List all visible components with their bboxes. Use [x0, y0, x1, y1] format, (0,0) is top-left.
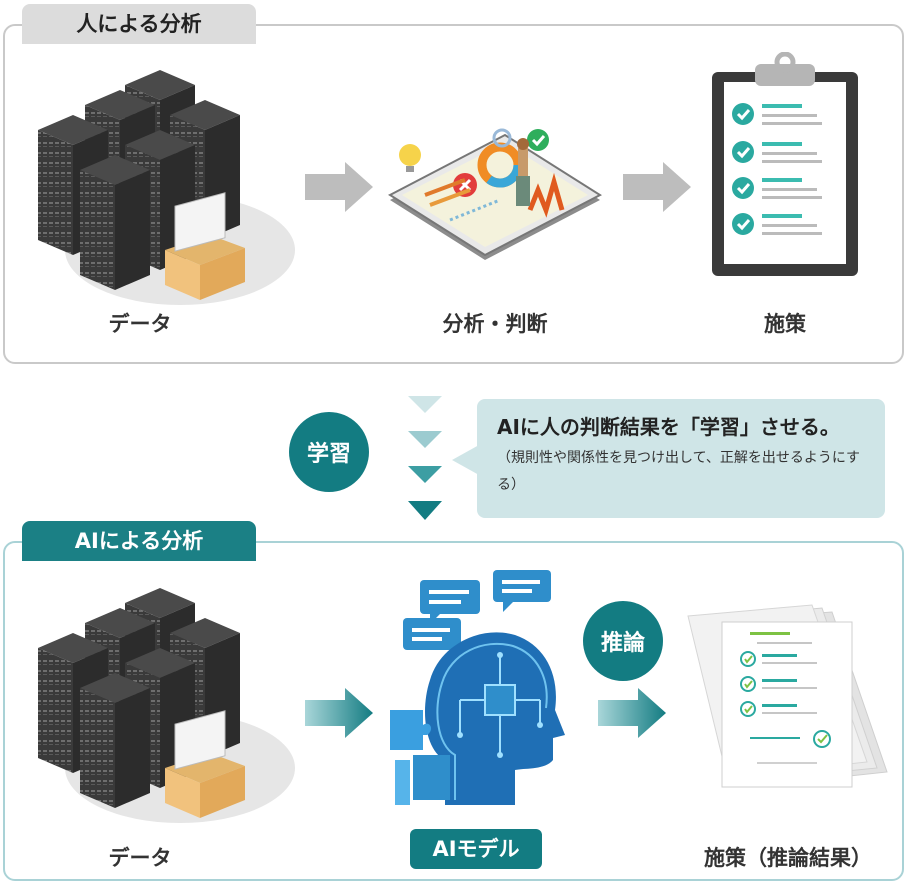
clipboard-checklist-icon [712, 52, 858, 276]
document-stack-icon [687, 604, 888, 788]
ai-analysis-panel [3, 541, 904, 881]
server-icon [38, 588, 295, 823]
ai-data-caption: データ [108, 846, 172, 870]
chat-bubble-icon [420, 580, 480, 624]
analysis-tablet-icon [387, 128, 603, 260]
callout-sub-text: （規則性や関係性を見つけ出して、正解を出せるようにする） [497, 450, 861, 493]
arrow-right-icon [305, 162, 373, 212]
arrow-right-icon [623, 162, 691, 212]
server-icon [38, 70, 295, 305]
inference-badge: 推論 [583, 601, 663, 681]
result-caption: 施策（推論結果） [704, 846, 872, 870]
folder-icon [165, 192, 245, 300]
chat-bubble-icon [493, 570, 551, 612]
down-arrows-icon [408, 396, 442, 520]
human-analysis-tab: 人による分析 [22, 4, 256, 44]
arrow-right-icon [598, 688, 666, 738]
analysis-caption: 分析・判断 [442, 312, 548, 336]
measures-caption: 施策 [764, 312, 806, 336]
learning-badge: 学習 [289, 412, 369, 492]
puzzle-icon [390, 710, 450, 805]
arrow-right-icon [305, 688, 373, 738]
human-data-caption: データ [108, 312, 172, 336]
callout-main-text: AIに人の判断結果を「学習」させる。 [497, 415, 840, 439]
callout-pointer [452, 445, 479, 475]
learning-callout [477, 399, 885, 518]
chat-bubble-icon [403, 618, 461, 650]
human-analysis-panel [3, 24, 904, 364]
ai-model-label: AIモデル [410, 829, 542, 869]
folder-icon [165, 710, 245, 818]
ai-analysis-tab: AIによる分析 [22, 521, 256, 561]
ai-head-icon [390, 570, 565, 805]
